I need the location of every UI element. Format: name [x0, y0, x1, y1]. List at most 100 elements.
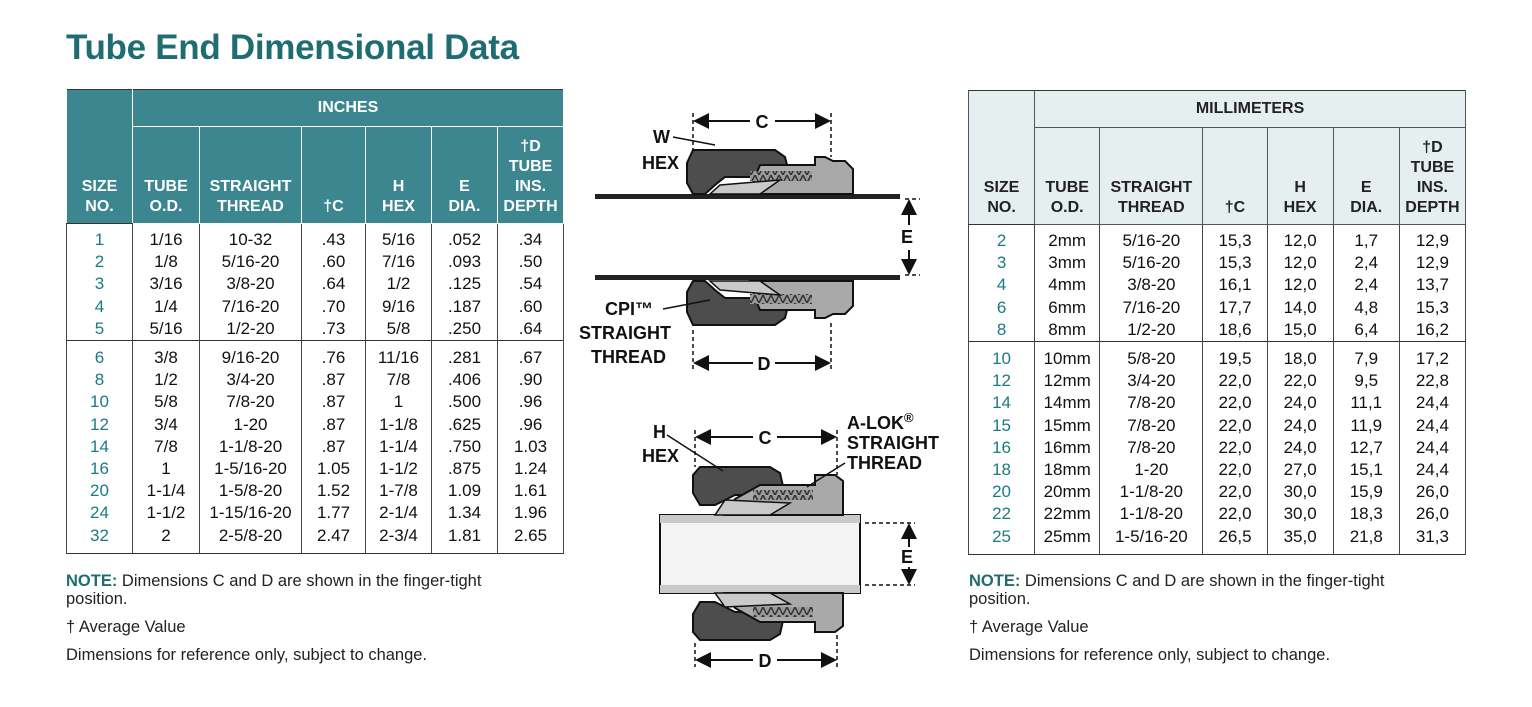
h-hex-cell: 1/2	[365, 273, 432, 296]
thread-cell: 1-5/16-20	[199, 458, 302, 481]
d-label: D	[758, 354, 771, 374]
tube-od-cell: 2mm	[1034, 224, 1101, 253]
size-cell: 14	[66, 435, 133, 459]
size-cell: 8	[967, 318, 1036, 342]
size-cell: 5	[66, 317, 133, 341]
thread-cell: 7/8-20	[199, 391, 302, 414]
tube-wall-bottom	[595, 275, 900, 280]
h-hex-cell: 35,0	[1266, 525, 1334, 555]
e-dia-cell: 1.34	[431, 502, 498, 525]
thread-cell: 9/16-20	[199, 340, 302, 370]
e-dia-cell: .125	[431, 273, 498, 296]
c-cell: .64	[301, 273, 366, 296]
d-depth-cell: 1.96	[496, 502, 565, 525]
thread-cell: 7/8-20	[1099, 414, 1204, 437]
e-dia-cell: 15,1	[1332, 459, 1400, 482]
thread-cell: 5/16-20	[1099, 224, 1204, 253]
size-cell: 4	[66, 295, 133, 318]
h-hex-cell: 1-1/2	[365, 458, 432, 481]
millimeters-notes: NOTE: Dimensions C and D are shown in th…	[969, 572, 1439, 664]
d-depth-cell: 31,3	[1398, 525, 1467, 555]
d-depth-cell: 15,3	[1398, 296, 1467, 319]
e-dia-cell: 1.81	[431, 524, 498, 554]
thread-cell: 1-20	[1099, 459, 1204, 482]
h-hex-cell: 7/8	[365, 369, 432, 392]
size-cell: 15	[967, 414, 1036, 437]
note-text: NOTE: Dimensions C and D are shown in th…	[66, 572, 482, 608]
d-depth-cell: .90	[496, 369, 565, 392]
tube-od-cell: 14mm	[1034, 392, 1101, 415]
tube-od-cell: 10mm	[1034, 341, 1101, 371]
h-hex-cell: 9/16	[365, 295, 432, 318]
h-hex-cell: 18,0	[1266, 341, 1334, 371]
thread-cell: 1-1/8-20	[1099, 503, 1204, 526]
tube-od-cell: 18mm	[1034, 459, 1101, 482]
e-dia-cell: .250	[431, 317, 498, 341]
d-depth-cell: .96	[496, 391, 565, 414]
h-hex-cell: 1-7/8	[365, 480, 432, 503]
nut-upper	[686, 149, 792, 195]
h-label: H	[653, 422, 666, 442]
size-cell: 12	[967, 370, 1036, 393]
tube-od-cell: 6mm	[1034, 296, 1101, 319]
size-cell: 2	[967, 224, 1036, 253]
w-label: W	[653, 127, 670, 147]
ferrule-upper	[708, 179, 783, 195]
d-depth-cell: 16,2	[1398, 318, 1467, 342]
thread-label-line3: THREAD	[847, 453, 922, 473]
thread-cell: 1-1/8-20	[1099, 481, 1204, 504]
h-hex-cell: 12,0	[1266, 274, 1334, 297]
d-depth-cell: .96	[496, 413, 565, 436]
ferrule-lower	[708, 280, 783, 296]
size-cell: 20	[66, 480, 133, 503]
tube-od-cell: 1/16	[132, 223, 200, 252]
e-dia-cell: 2,4	[1332, 274, 1400, 297]
c-cell: 16,1	[1202, 274, 1268, 297]
e-dia-cell: 1,7	[1332, 224, 1400, 253]
tube-od-cell: 1/8	[132, 251, 200, 274]
size-cell: 14	[967, 392, 1036, 415]
e-label: E	[901, 547, 913, 567]
h-hex-cell: 2-3/4	[365, 524, 432, 554]
h-hex-cell: 1-1/4	[365, 435, 432, 459]
d-depth-cell: 13,7	[1398, 274, 1467, 297]
c-cell: 1.52	[301, 480, 366, 503]
thread-cell: 1-1/8-20	[199, 435, 302, 459]
d-depth-cell: .64	[496, 317, 565, 341]
thread-cell: 2-5/8-20	[199, 524, 302, 554]
size-cell: 18	[967, 459, 1036, 482]
thread-cell: 7/8-20	[1099, 436, 1204, 460]
a-lok-fitting-diagram: C H HEX A-LOK® STRAIGHT THREAD E D	[642, 410, 939, 671]
size-cell: 25	[967, 525, 1036, 555]
c-cell: 19,5	[1202, 341, 1268, 371]
c-cell: 22,0	[1202, 503, 1268, 526]
size-cell: 10	[967, 341, 1036, 371]
tube-od-cell: 1	[132, 458, 200, 481]
nut-lower	[686, 280, 792, 326]
e-label: E	[901, 227, 913, 247]
average-value-note: † Average Value	[969, 618, 1089, 636]
tube-od-cell: 3/8	[132, 340, 200, 370]
thread-cell: 1-5/16-20	[1099, 525, 1204, 555]
ferrule-lower	[713, 592, 793, 608]
c-cell: .76	[301, 340, 366, 370]
cpi-fitting-diagram: C W HEX E CPI™ STRAIGHT THREAD D	[579, 112, 920, 374]
